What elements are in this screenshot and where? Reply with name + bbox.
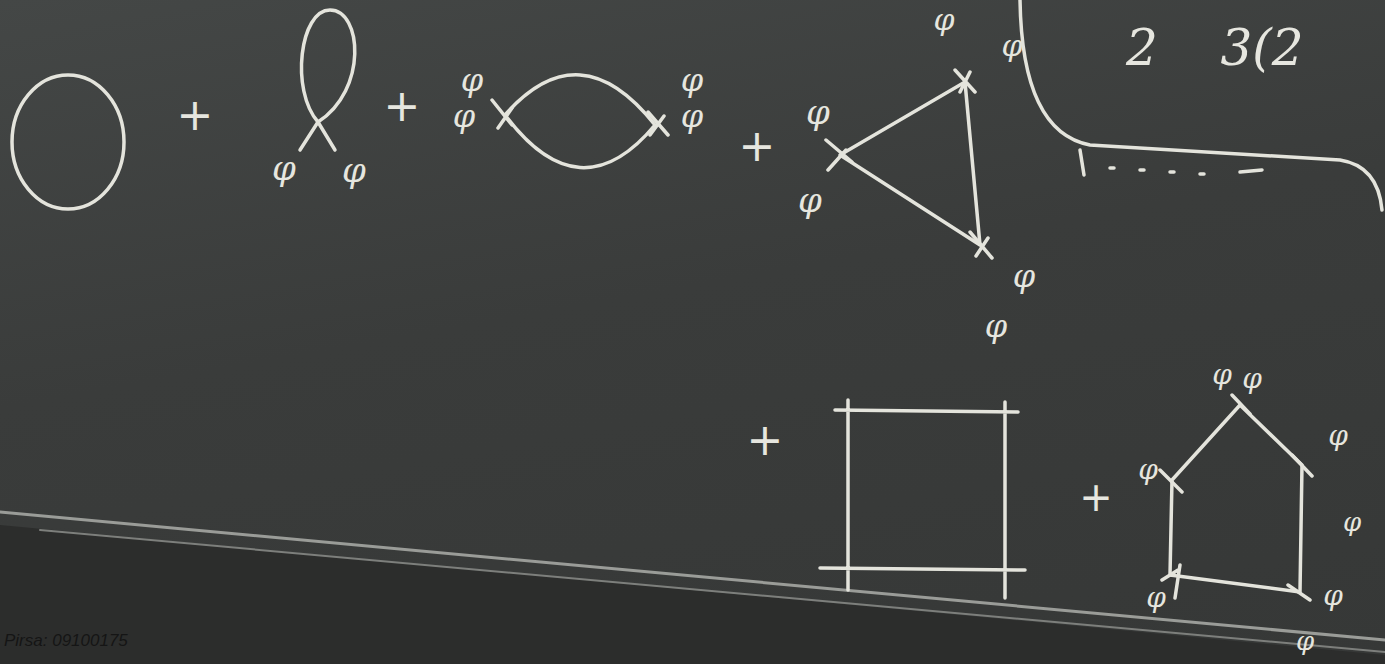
field-label: φ: [1296, 628, 1314, 654]
bracket: [1020, 0, 1382, 210]
pentagon-loop: [1170, 405, 1302, 592]
vertex-legs: [826, 70, 992, 258]
box-loop: [820, 400, 1025, 598]
field-label: φ: [1212, 361, 1232, 389]
field-label: φ: [272, 151, 296, 185]
ledge-edge: [40, 530, 1385, 652]
field-label: φ: [806, 95, 830, 129]
watermark: Pirsa: 09100175: [4, 632, 128, 649]
field-label: φ: [933, 5, 954, 35]
vertex-legs: [492, 100, 668, 135]
bubble-loop: [505, 75, 655, 168]
plus-sign: +: [177, 93, 214, 137]
field-label: φ: [1146, 584, 1166, 612]
plus-sign: +: [747, 418, 784, 462]
plus-sign: +: [1079, 477, 1113, 517]
field-label: φ: [681, 64, 703, 96]
field-label: φ: [461, 64, 483, 96]
field-label: φ: [1138, 456, 1158, 484]
field-label: φ: [1242, 365, 1262, 393]
vacuum-loop: [12, 75, 124, 209]
field-label: φ: [798, 183, 822, 217]
vertex-legs: [1160, 395, 1312, 600]
field-label: φ: [681, 100, 703, 132]
field-label: φ: [1001, 31, 1022, 61]
field-label: φ: [1323, 582, 1343, 610]
plus-sign: +: [739, 124, 776, 168]
field-label: φ: [1328, 422, 1348, 450]
field-label: φ: [985, 310, 1007, 342]
field-label: φ: [1013, 260, 1035, 292]
field-label: 2: [1126, 23, 1158, 73]
field-label: 3(2: [1220, 23, 1303, 73]
field-label: φ: [1343, 509, 1361, 535]
ellipsis-marks: [1080, 150, 1262, 175]
plus-sign: +: [384, 84, 421, 128]
field-label: φ: [342, 153, 366, 187]
tadpole-loop: [301, 10, 354, 122]
field-label: φ: [453, 100, 475, 132]
external-legs: [300, 122, 335, 150]
triangle-loop: [840, 82, 980, 245]
